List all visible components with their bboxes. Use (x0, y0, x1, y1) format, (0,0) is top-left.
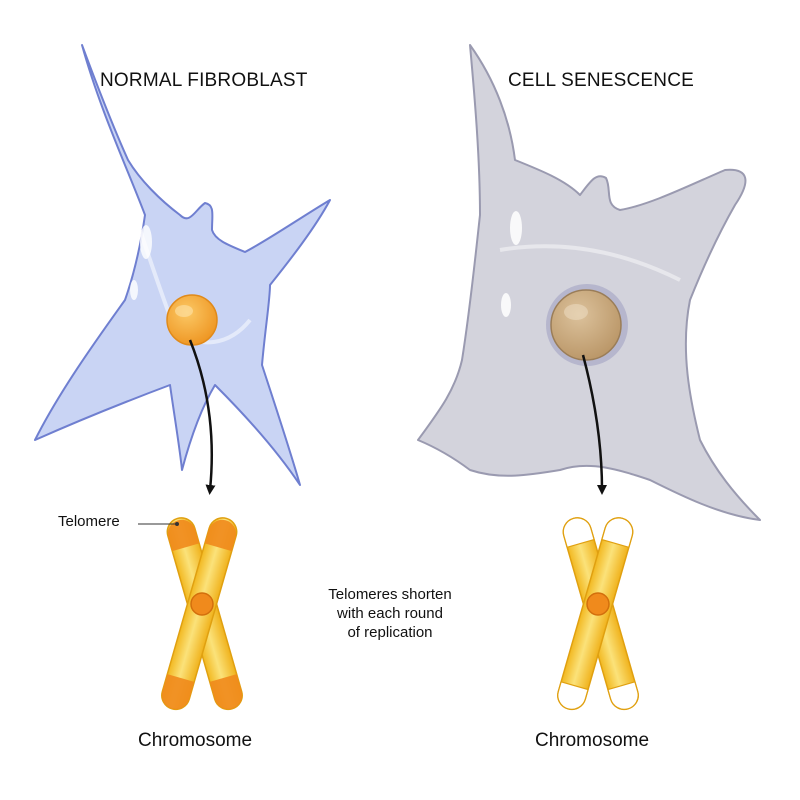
chromosome-right-label: Chromosome (535, 730, 650, 751)
centromere-right (586, 592, 610, 616)
note-line-2: with each round (337, 605, 443, 622)
telomere-shortening-note: Telomeres shorten with each round of rep… (300, 585, 480, 642)
arrow-right (581, 354, 607, 495)
normal-fibroblast-cell (34, 44, 331, 486)
normal-nucleus (166, 294, 218, 346)
note-line-1: Telomeres shorten (328, 586, 452, 603)
telomere-label: Telomere (58, 513, 120, 530)
note-line-3: of replication (347, 624, 433, 641)
chromosome-left (161, 517, 243, 711)
normal-fibroblast-title: NORMAL FIBROBLAST (100, 70, 308, 91)
chromosome-left-label: Chromosome (138, 730, 253, 751)
chromosome-right (557, 517, 639, 711)
arrow-left (188, 339, 216, 495)
senescent-nucleus (550, 289, 622, 361)
centromere-left (190, 592, 214, 616)
cell-senescence-title: CELL SENESCENCE (508, 70, 695, 91)
senescent-cell (417, 44, 761, 521)
